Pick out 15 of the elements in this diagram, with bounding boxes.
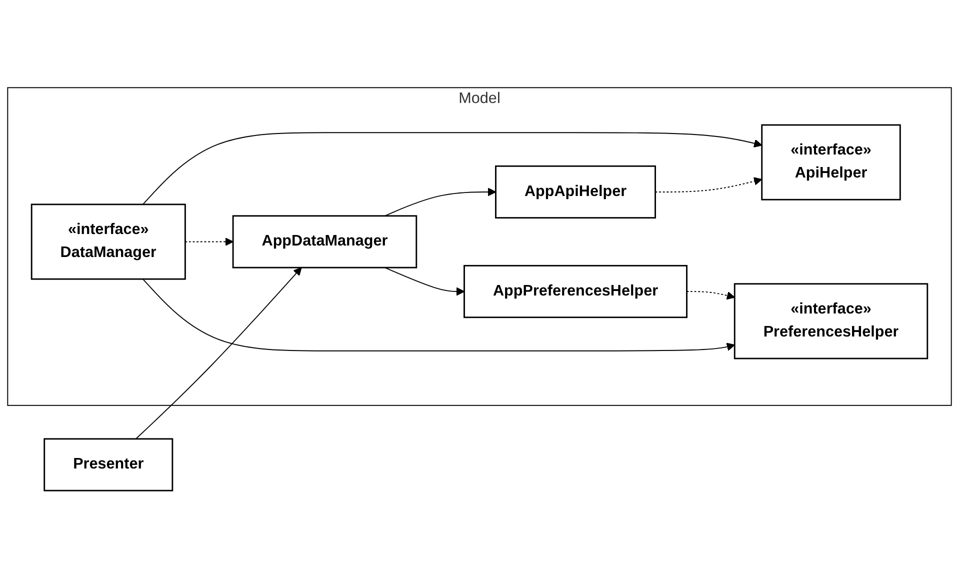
node-box: AppApiHelper — [495, 165, 656, 218]
arrow — [654, 176, 762, 192]
node-box: AppPreferencesHelper — [464, 264, 688, 318]
arrow — [142, 132, 762, 205]
node-box: «interface» ApiHelper — [761, 124, 901, 200]
node-box: Presenter — [44, 438, 174, 492]
arrow — [384, 188, 496, 216]
arrow — [142, 278, 736, 352]
arrow — [184, 237, 234, 246]
arrow — [384, 266, 465, 296]
node-box: AppDataManager — [232, 215, 418, 268]
node-box: «interface» DataManager — [30, 204, 186, 280]
arrow — [135, 267, 302, 440]
node-box: «interface» PreferencesHelper — [734, 283, 928, 360]
arrow — [686, 290, 736, 300]
